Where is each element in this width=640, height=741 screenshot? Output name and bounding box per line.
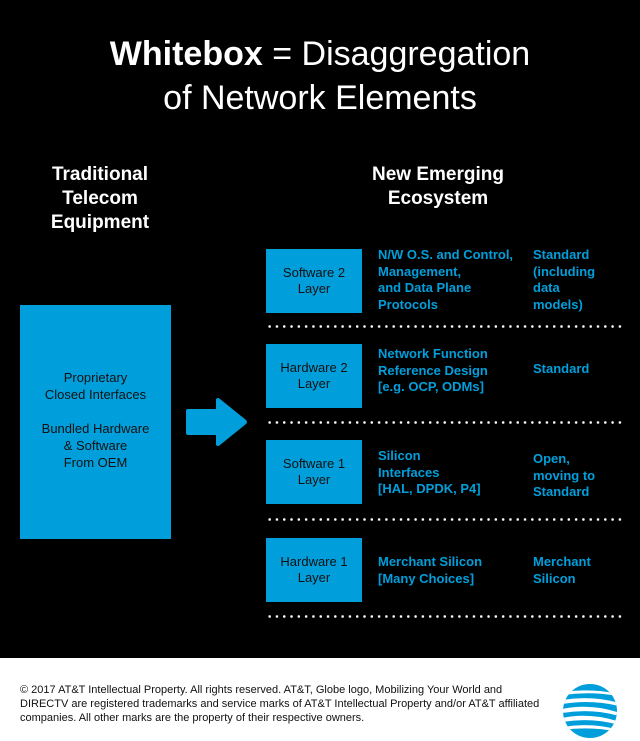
layer-description: Silicon Interfaces [HAL, DPDK, P4] — [378, 448, 481, 496]
layer-status: Standard — [533, 361, 590, 376]
traditional-heading: Traditional Telecom Equipment — [50, 164, 150, 233]
layer-name: Hardware 2 Layer — [280, 360, 348, 391]
title-line2: of Network Elements — [163, 79, 477, 117]
layer-description: Network Function Reference Design [e.g. … — [378, 346, 488, 394]
traditional-equipment-box: Proprietary Closed Interfaces Bundled Ha… — [20, 305, 171, 539]
emerging-heading: New Emerging Ecosystem — [372, 164, 504, 209]
layer-description: N/W O.S. and Control, Management, and Da… — [378, 247, 514, 312]
layer-status: Open, moving to Standard — [533, 451, 596, 499]
dotted-divider — [266, 615, 626, 618]
layer-status: Merchant Silicon — [533, 554, 591, 586]
layer-description: Merchant Silicon [Many Choices] — [378, 554, 483, 586]
title-rest: = Disaggregation — [262, 35, 531, 73]
att-globe-logo — [563, 684, 617, 738]
proprietary-interfaces-text: Proprietary Closed Interfaces — [44, 370, 147, 402]
layer-name: Software 1 Layer — [282, 456, 346, 487]
layer-box-software-2: Software 2 Layer — [266, 249, 362, 313]
bundled-hardware-text: Bundled Hardware & Software From OEM — [41, 421, 150, 470]
page-title: Whitebox = Disaggregation of Network Ele… — [0, 32, 640, 120]
dotted-divider — [266, 518, 626, 521]
dotted-divider — [266, 325, 626, 328]
layer-status: Standard (including data models) — [533, 247, 596, 312]
layer-name: Hardware 1 Layer — [280, 554, 348, 585]
copyright-notice: © 2017 AT&T Intellectual Property. All r… — [20, 684, 540, 724]
layer-box-hardware-2: Hardware 2 Layer — [266, 344, 362, 408]
layer-box-software-1: Software 1 Layer — [266, 440, 362, 504]
title-bold: Whitebox — [109, 35, 263, 73]
right-arrow-icon — [186, 398, 247, 446]
layer-box-hardware-1: Hardware 1 Layer — [266, 538, 362, 602]
dotted-divider — [266, 421, 626, 424]
layer-name: Software 2 Layer — [282, 265, 346, 296]
